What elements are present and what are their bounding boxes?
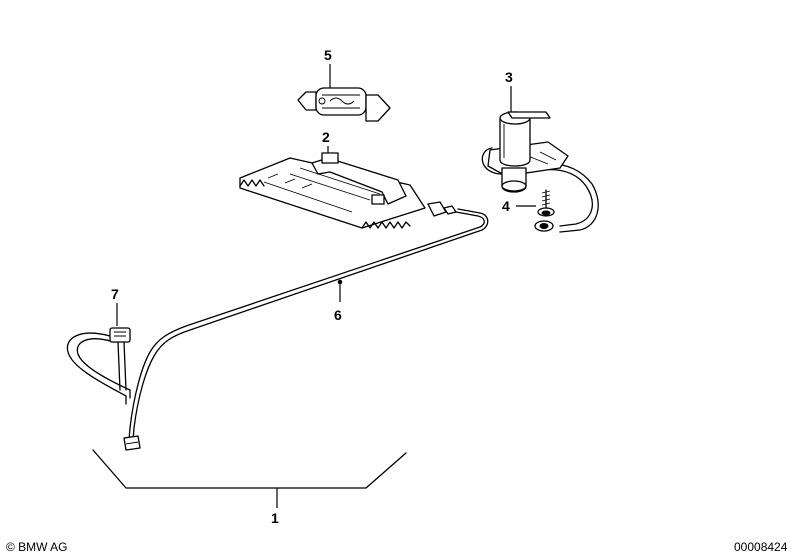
callout-1: 1 — [271, 510, 279, 526]
lamp-socket-icon[interactable] — [481, 86, 599, 233]
wiring-harness-icon[interactable] — [123, 201, 489, 451]
screw-icon[interactable] — [516, 189, 555, 232]
callout-4: 4 — [502, 198, 510, 214]
callout-5: 5 — [324, 47, 332, 63]
callout-7: 7 — [111, 286, 119, 302]
drawing-number: 00008424 — [734, 540, 788, 554]
copyright-text: © BMW AG — [6, 540, 68, 554]
callout-6: 6 — [334, 307, 342, 323]
festoon-bulb-icon[interactable] — [297, 64, 391, 122]
cable-tie-icon[interactable] — [66, 303, 131, 405]
callout-2: 2 — [322, 129, 330, 145]
bracket-outline-icon[interactable] — [92, 449, 407, 508]
callout-3: 3 — [505, 69, 513, 85]
lamp-housing-icon[interactable] — [239, 146, 426, 229]
